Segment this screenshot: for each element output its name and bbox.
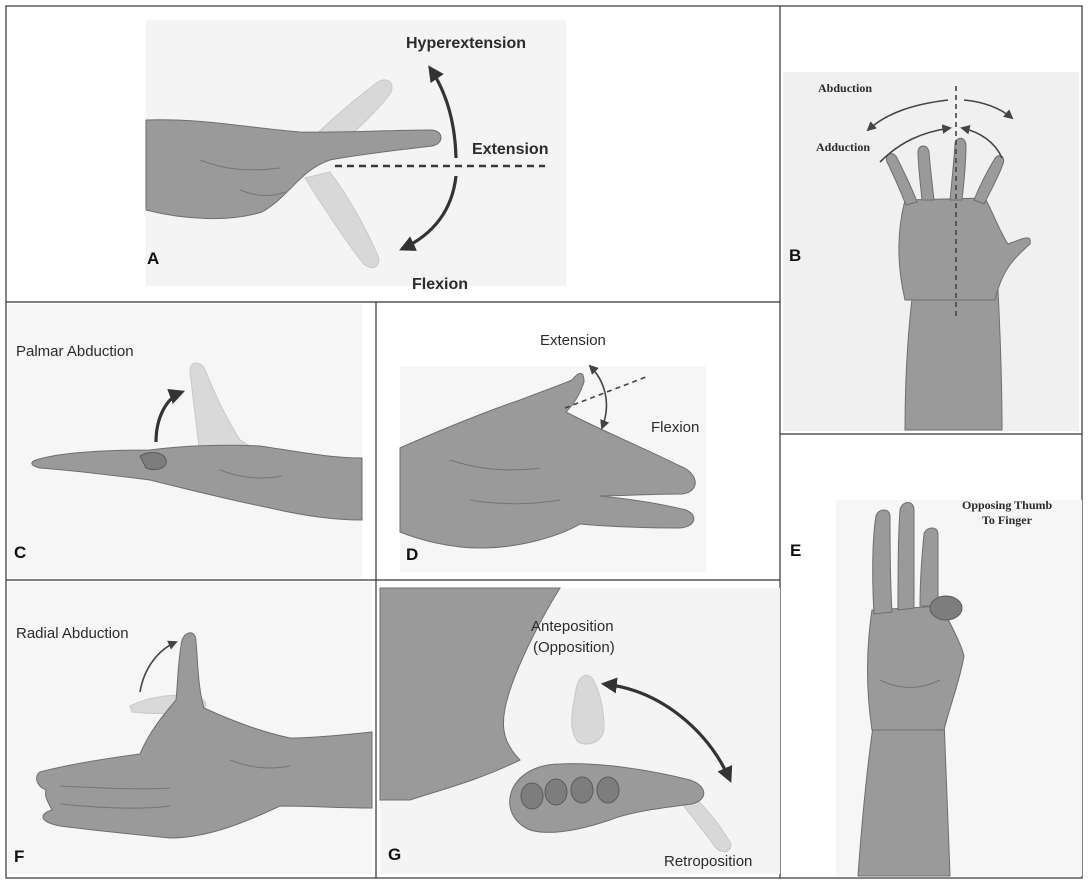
panel-e-label-line1: Opposing Thumb bbox=[962, 498, 1052, 512]
panel-b-adduction-label: Adduction bbox=[816, 140, 870, 154]
panel-a-flexion-label: Flexion bbox=[412, 276, 468, 293]
panel-b-letter: B bbox=[789, 246, 801, 265]
panel-g-finger-tip-3 bbox=[571, 777, 593, 803]
panel-e-letter: E bbox=[790, 541, 801, 560]
panel-f-letter: F bbox=[14, 847, 24, 866]
panel-g: Anteposition (Opposition) Retroposition … bbox=[380, 588, 780, 874]
panel-f: Radial Abduction F bbox=[8, 582, 372, 874]
panel-a-hyperextension-label: Hyperextension bbox=[406, 35, 526, 52]
panel-f-title: Radial Abduction bbox=[16, 625, 129, 642]
panel-b: Abduction Adduction B bbox=[783, 72, 1079, 431]
panel-g-letter: G bbox=[388, 845, 401, 864]
panel-d: Extension Flexion D bbox=[400, 332, 706, 572]
panel-e-finger-2 bbox=[898, 503, 914, 611]
panel-c-letter: C bbox=[14, 543, 26, 562]
panel-d-extension-label: Extension bbox=[540, 332, 606, 349]
panel-c-title: Palmar Abduction bbox=[16, 343, 134, 360]
panel-b-abduction-label: Abduction bbox=[818, 81, 872, 95]
panel-a-extension-label: Extension bbox=[472, 141, 548, 158]
panel-b-forearm bbox=[905, 290, 1002, 430]
panel-e-label-line2: To Finger bbox=[982, 513, 1033, 527]
panel-c: Palmar Abduction C bbox=[8, 304, 362, 578]
panel-g-opposition-label: (Opposition) bbox=[533, 639, 615, 656]
panel-g-retroposition-label: Retroposition bbox=[664, 853, 752, 870]
panel-d-letter: D bbox=[406, 545, 418, 564]
panel-g-finger-tip-1 bbox=[521, 783, 543, 809]
panel-a-letter: A bbox=[147, 249, 159, 268]
panel-e-palm bbox=[868, 606, 965, 730]
panel-e-thumb-tip bbox=[930, 596, 962, 620]
panel-e-forearm bbox=[858, 720, 950, 876]
panel-g-anteposition-label: Anteposition bbox=[531, 618, 614, 635]
panel-d-flexion-label: Flexion bbox=[651, 419, 699, 436]
panel-e: Opposing Thumb To Finger E bbox=[790, 498, 1082, 876]
panel-a: Hyperextension Extension Flexion A bbox=[146, 20, 566, 293]
panel-g-finger-tip-2 bbox=[545, 779, 567, 805]
panel-g-finger-tip-4 bbox=[597, 777, 619, 803]
panel-e-finger-1 bbox=[873, 510, 892, 614]
